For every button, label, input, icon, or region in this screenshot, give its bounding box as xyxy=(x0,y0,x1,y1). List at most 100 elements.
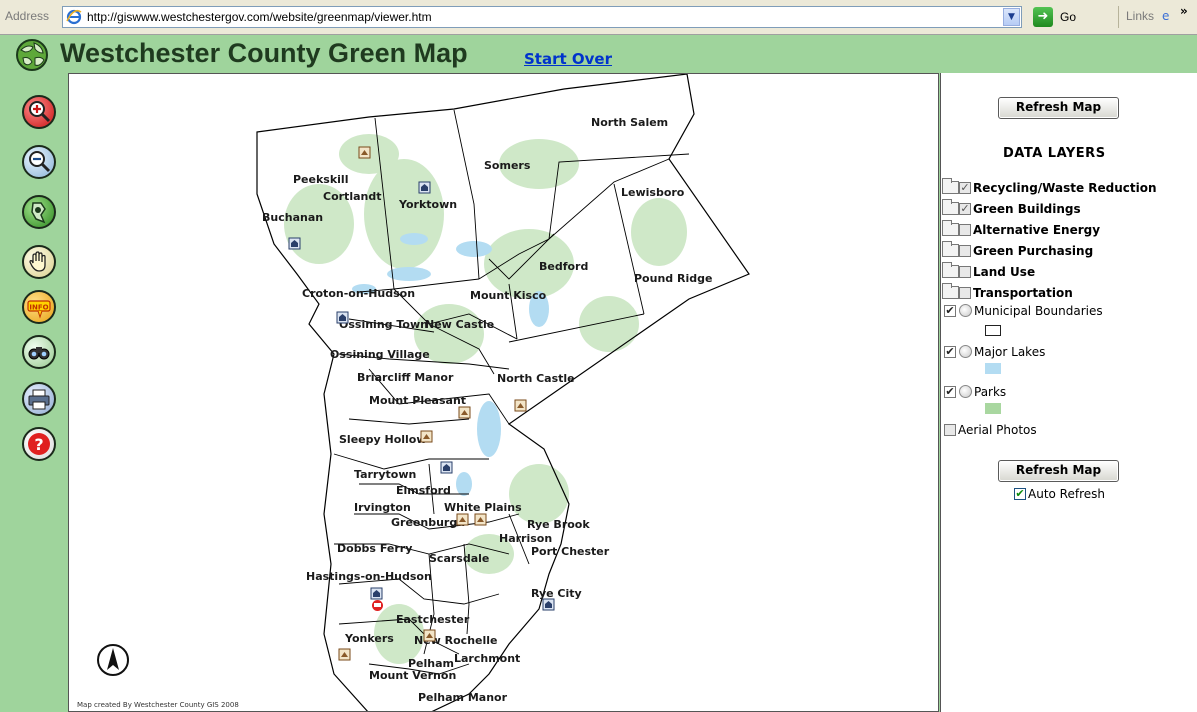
recycling-marker-icon xyxy=(514,399,527,412)
layer-checkbox-land-use[interactable] xyxy=(959,265,971,278)
folder-icon[interactable] xyxy=(942,178,959,194)
layer-row-green-purchasing[interactable]: Green Purchasing xyxy=(941,241,1093,261)
green-building-marker-icon xyxy=(418,181,431,194)
layer-checkbox-transportation[interactable] xyxy=(959,286,971,299)
visible-checkbox-major-lakes[interactable]: ✔ xyxy=(944,344,956,358)
svg-text:Buchanan: Buchanan xyxy=(262,211,323,224)
info-icon: INFO xyxy=(27,300,51,319)
svg-text:Irvington: Irvington xyxy=(354,501,411,514)
refresh-map-button-top[interactable]: Refresh Map xyxy=(998,97,1119,119)
green-building-marker-icon xyxy=(440,461,453,474)
svg-text:Somers: Somers xyxy=(484,159,531,172)
green-building-marker-icon xyxy=(370,587,383,600)
links-ie-icon[interactable]: e xyxy=(1162,9,1170,23)
print-tool[interactable] xyxy=(22,382,56,416)
url-text: http://giswww.westchestergov.com/website… xyxy=(87,10,432,24)
svg-text:Eastchester: Eastchester xyxy=(396,613,470,626)
layer-label-green-buildings: Green Buildings xyxy=(973,201,1081,216)
layer-checkbox-alternative-energy[interactable] xyxy=(959,223,971,236)
more-chevron-icon[interactable]: » xyxy=(1180,4,1188,18)
help-tool[interactable]: ? xyxy=(22,427,56,461)
layer-row-green-buildings[interactable]: ✓Green Buildings xyxy=(941,199,1081,219)
layer-row-transportation[interactable]: Transportation xyxy=(941,283,1073,303)
recycling-marker-icon xyxy=(458,406,471,419)
folder-icon[interactable] xyxy=(942,199,959,215)
county-map[interactable]: North Salem Somers Lewisboro Peekskill C… xyxy=(69,74,939,712)
zoom-in-tool[interactable] xyxy=(22,95,56,129)
svg-text:?: ? xyxy=(34,435,43,454)
layers-panel: Refresh Map DATA LAYERS ✓Recycling/Waste… xyxy=(940,73,1197,712)
identify-tool[interactable]: INFO xyxy=(22,290,56,324)
svg-text:White Plains: White Plains xyxy=(444,501,522,514)
auto-refresh-label: Auto Refresh xyxy=(1028,486,1105,501)
layer-label-recycling: Recycling/Waste Reduction xyxy=(973,180,1157,195)
layer-label-municipal-boundaries: Municipal Boundaries xyxy=(974,303,1103,318)
transportation-marker-icon xyxy=(372,600,383,611)
globe-logo-icon xyxy=(16,39,48,71)
visible-checkbox-parks[interactable]: ✔ xyxy=(944,384,956,398)
svg-text:Sleepy Hollow: Sleepy Hollow xyxy=(339,433,427,446)
zoom-in-icon xyxy=(29,101,51,123)
address-dropdown-icon[interactable]: ▼ xyxy=(1003,8,1020,26)
svg-text:INFO: INFO xyxy=(29,304,48,312)
layer-row-municipal-boundaries[interactable]: ✔ Municipal Boundaries xyxy=(944,303,1103,321)
links-label[interactable]: Links xyxy=(1126,9,1155,23)
layer-checkbox-recycling[interactable]: ✓ xyxy=(959,180,971,194)
map-viewer[interactable]: North Salem Somers Lewisboro Peekskill C… xyxy=(68,73,939,712)
green-building-marker-icon xyxy=(336,311,349,324)
svg-text:Hastings-on-Hudson: Hastings-on-Hudson xyxy=(306,570,432,583)
legend-swatch-parks xyxy=(985,403,1001,414)
svg-text:Ossining Village: Ossining Village xyxy=(330,348,430,361)
auto-refresh-checkbox[interactable]: ✔ xyxy=(1014,486,1026,500)
layer-row-major-lakes[interactable]: ✔ Major Lakes xyxy=(944,344,1045,362)
active-radio-municipal-boundaries[interactable] xyxy=(959,304,972,317)
ie-page-icon xyxy=(66,9,82,25)
folder-icon[interactable] xyxy=(942,283,959,299)
svg-text:Yorktown: Yorktown xyxy=(398,198,457,211)
svg-text:Larchmont: Larchmont xyxy=(454,652,520,665)
folder-icon[interactable] xyxy=(942,241,959,257)
svg-text:Rye Brook: Rye Brook xyxy=(527,518,590,531)
layer-row-land-use[interactable]: Land Use xyxy=(941,262,1035,282)
layer-row-alternative-energy[interactable]: Alternative Energy xyxy=(941,220,1101,240)
url-input[interactable]: http://giswww.westchestergov.com/website… xyxy=(62,6,1022,28)
visible-checkbox-municipal-boundaries[interactable]: ✔ xyxy=(944,303,956,317)
printer-icon xyxy=(28,389,50,410)
recycling-marker-icon xyxy=(456,513,469,526)
svg-text:Pound Ridge: Pound Ridge xyxy=(634,272,712,285)
zoom-out-tool[interactable] xyxy=(22,145,56,179)
svg-text:North Salem: North Salem xyxy=(591,116,668,129)
data-layers-heading: DATA LAYERS xyxy=(1003,146,1106,161)
svg-text:Croton-on-Hudson: Croton-on-Hudson xyxy=(302,287,415,300)
svg-text:Dobbs Ferry: Dobbs Ferry xyxy=(337,542,412,555)
auto-refresh-row[interactable]: ✔Auto Refresh xyxy=(1014,486,1105,501)
svg-text:Pelham Manor: Pelham Manor xyxy=(418,691,508,704)
legend-swatch-boundaries xyxy=(985,325,1001,336)
layer-checkbox-green-purchasing[interactable] xyxy=(959,244,971,257)
svg-text:Rye City: Rye City xyxy=(531,587,582,600)
pan-hand-icon xyxy=(29,251,46,272)
pan-tool[interactable] xyxy=(22,245,56,279)
layer-row-recycling[interactable]: ✓Recycling/Waste Reduction xyxy=(941,178,1157,198)
svg-text:Greenburgh: Greenburgh xyxy=(391,516,465,529)
go-arrow-icon[interactable]: ➜ xyxy=(1033,7,1053,27)
layer-row-parks[interactable]: ✔Parks xyxy=(944,384,1006,402)
layer-checkbox-green-buildings[interactable]: ✓ xyxy=(959,201,971,215)
full-extent-tool[interactable] xyxy=(22,195,56,229)
refresh-map-button-bottom[interactable]: Refresh Map xyxy=(998,460,1119,482)
svg-text:Yonkers: Yonkers xyxy=(344,632,394,645)
green-building-marker-icon xyxy=(542,598,555,611)
svg-text:Elmsford: Elmsford xyxy=(396,484,451,497)
active-radio-parks[interactable] xyxy=(959,385,972,398)
layer-label-alternative-energy: Alternative Energy xyxy=(973,222,1101,237)
go-button[interactable]: Go xyxy=(1060,10,1077,24)
active-radio-major-lakes[interactable] xyxy=(959,345,972,358)
folder-icon[interactable] xyxy=(942,220,959,236)
start-over-link[interactable]: Start Over xyxy=(524,50,612,68)
svg-text:Tarrytown: Tarrytown xyxy=(354,468,416,481)
layer-row-aerial-photos[interactable]: Aerial Photos xyxy=(944,422,1037,440)
layer-label-major-lakes: Major Lakes xyxy=(974,344,1046,359)
find-tool[interactable] xyxy=(22,335,56,369)
visible-checkbox-aerial-photos[interactable] xyxy=(944,423,956,436)
folder-icon[interactable] xyxy=(942,262,959,278)
